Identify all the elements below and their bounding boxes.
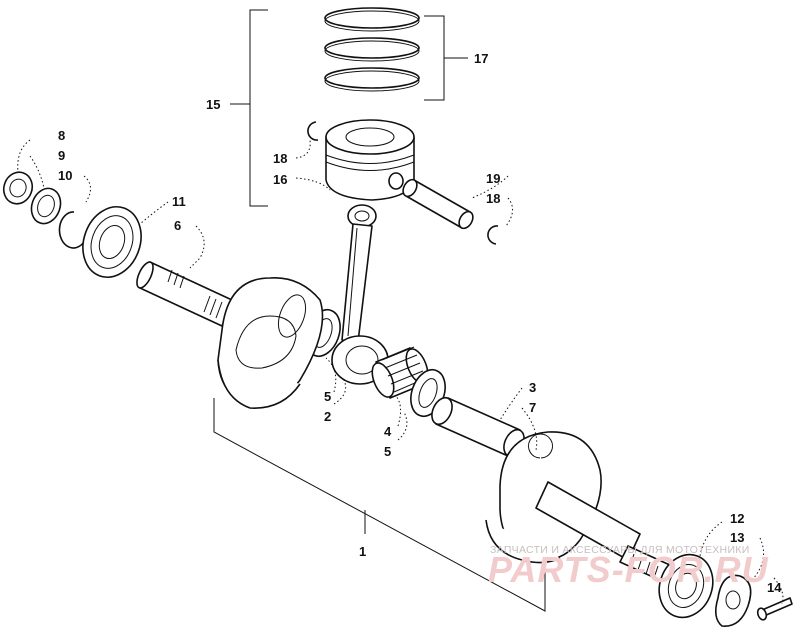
callout-1: 1 [359,544,366,559]
callout-5-lower: 5 [384,444,391,459]
oil-seal-left [2,171,34,205]
piston [325,119,415,201]
screw [756,597,793,621]
callout-18-lower: 18 [486,191,500,206]
circlip-upper [307,121,319,141]
piston-pin [402,178,474,230]
connecting-rod [331,204,389,385]
retainer-plate [714,574,752,627]
callout-2: 2 [324,409,331,424]
piston-rings [324,7,420,92]
callout-3: 3 [529,380,536,395]
circlip-lower [487,225,499,245]
callout-18-upper: 18 [273,151,287,166]
callout-5-upper: 5 [324,389,331,404]
crankshaft-right-half [485,431,673,583]
callout-14: 14 [767,580,782,595]
callout-13: 13 [730,530,744,545]
callout-6: 6 [174,218,181,233]
callout-8: 8 [58,128,65,143]
callout-16: 16 [273,172,287,187]
watermark-caption: ЗАПЧАСТИ И АКСЕССУАРЫ ДЛЯ МОТОТЕХНИКИ [490,544,750,556]
watermark: ЗАПЧАСТИ И АКСЕССУАРЫ ДЛЯ МОТОТЕХНИКИ PA… [488,544,769,590]
callout-19: 19 [486,171,500,186]
needle-bearing [371,346,429,399]
bracket-15 [230,9,268,207]
callout-11: 11 [172,194,186,209]
bearing-left-small [30,187,62,225]
main-bearing-right [658,553,714,619]
bracket-1 [213,398,546,612]
callout-4: 4 [384,424,392,439]
callout-17: 17 [474,51,488,66]
callout-9: 9 [58,148,65,163]
snap-ring-left [58,211,87,249]
main-bearing-left [82,206,142,278]
callout-10: 10 [58,168,72,183]
watermark-logo: PARTS-FOR.RU [488,549,769,590]
bracket-17 [424,15,468,101]
crankshaft-left-half [136,261,324,409]
callout-12: 12 [730,511,744,526]
callout-7: 7 [529,400,536,415]
callout-15: 15 [206,97,220,112]
